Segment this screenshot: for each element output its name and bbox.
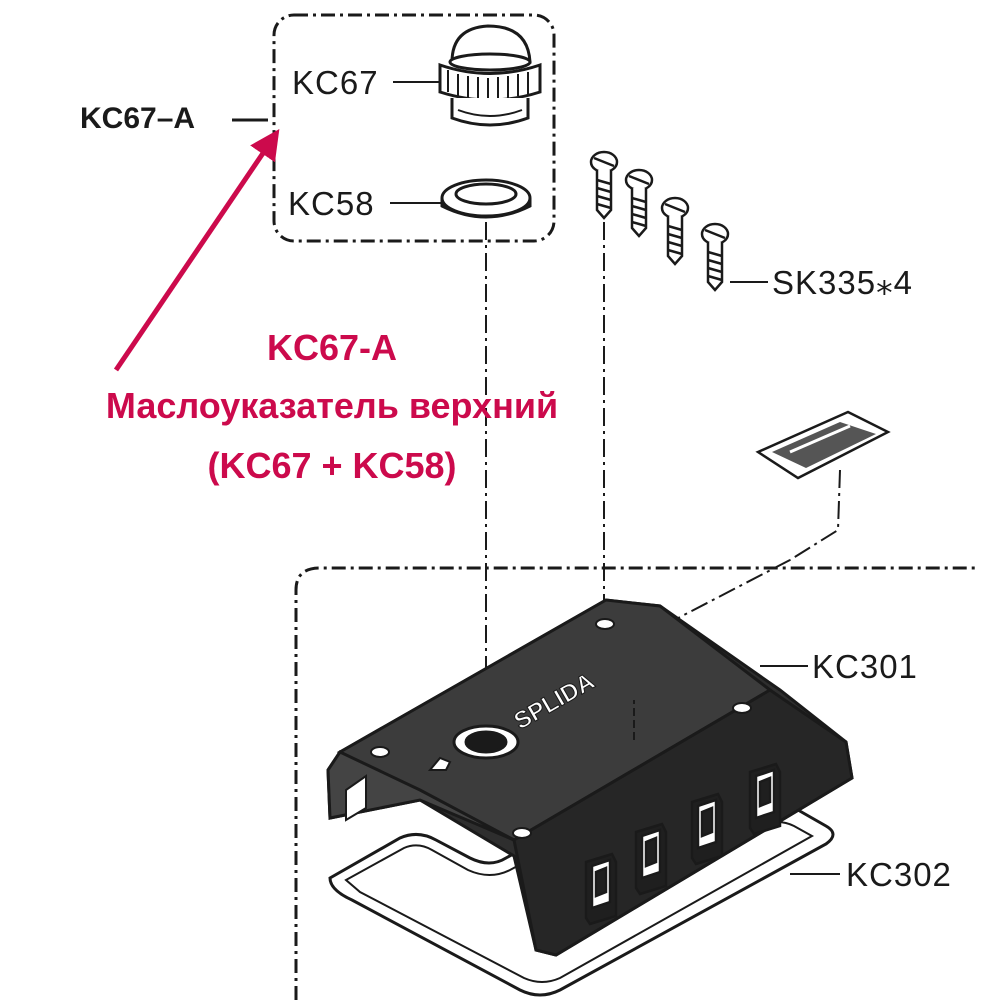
screw-3 bbox=[660, 196, 690, 266]
plug-towers bbox=[584, 762, 782, 926]
label-kc301: KC301 bbox=[812, 648, 918, 685]
screw-4 bbox=[700, 222, 730, 292]
label-kc67: KC67 bbox=[292, 64, 379, 101]
label-kc302: KC302 bbox=[846, 856, 952, 893]
label-sk335: SK335⁎4 bbox=[772, 264, 913, 301]
label-kc58: KC58 bbox=[288, 185, 375, 222]
label-kc67a: KC67–A bbox=[80, 102, 195, 135]
gasket-ring bbox=[440, 178, 532, 219]
annotation-arrow bbox=[113, 129, 280, 372]
assembly-group-box bbox=[272, 13, 556, 243]
screw-2 bbox=[624, 168, 654, 238]
screw-1 bbox=[589, 150, 619, 220]
screws-group bbox=[589, 150, 730, 292]
annotation-composition: (KC67 + KC58) bbox=[207, 445, 456, 486]
oil-indicator-cap bbox=[438, 24, 542, 127]
label-plate bbox=[755, 410, 891, 480]
annotation-code: KC67-A bbox=[267, 327, 397, 368]
annotation-description: Маслоуказатель верхний bbox=[106, 385, 558, 426]
cover-region-box bbox=[294, 566, 978, 1000]
